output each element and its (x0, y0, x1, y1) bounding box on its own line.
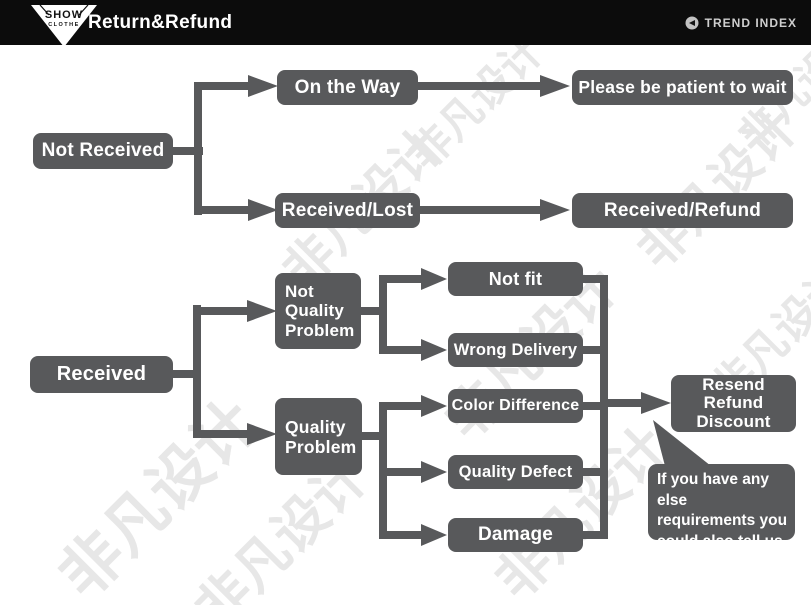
arrowhead-icon (247, 423, 277, 445)
node-please-be-patient: Please be patient to wait (572, 70, 793, 105)
connector (361, 307, 387, 315)
note-line: could also tell us (657, 532, 783, 550)
node-not-quality-problem: Not Quality Problem (275, 273, 361, 349)
trend-index-label: TREND INDEX (704, 15, 797, 30)
connector (198, 206, 248, 214)
node-resend-refund-discount: Resend Refund Discount (671, 375, 796, 432)
connector (418, 82, 540, 90)
connector (198, 82, 248, 90)
arrowhead-icon (248, 199, 278, 221)
arrowhead-icon (421, 268, 447, 290)
note-line: If you have any else (657, 471, 769, 509)
connector (193, 305, 201, 438)
connector (197, 307, 247, 315)
speech-bubble-note: If you have any else requirements you co… (648, 464, 795, 550)
connector (608, 399, 642, 407)
arrowhead-icon (248, 75, 278, 97)
connector (383, 275, 421, 283)
connector (197, 430, 247, 438)
logo-text-clothe: CLOTHE (48, 22, 80, 28)
node-line: Quality (285, 416, 346, 437)
connector (383, 531, 421, 539)
back-arrow-circle-icon (685, 16, 699, 29)
show-clothe-logo: SHOW CLOTHE (31, 4, 97, 47)
node-line: Not (285, 281, 314, 301)
node-on-the-way: On the Way (277, 70, 418, 105)
arrowhead-icon (421, 461, 447, 483)
node-line: Problem (285, 320, 355, 340)
arrowhead-icon (540, 75, 570, 97)
node-quality-defect: Quality Defect (448, 455, 583, 489)
node-received-refund: Received/Refund (572, 193, 793, 228)
arrowhead-icon (421, 395, 447, 417)
node-quality-problem: Quality Problem (275, 398, 362, 475)
node-line: Problem (285, 436, 357, 457)
connector (583, 346, 608, 354)
logo-text-show: SHOW (45, 9, 83, 21)
node-line: Discount (696, 411, 771, 431)
connector (383, 402, 421, 410)
speech-bubble-tail (653, 420, 711, 466)
note-line: requirements you (657, 512, 788, 529)
connector (420, 206, 540, 214)
node-not-fit: Not fit (448, 262, 583, 296)
page-title: Return&Refund (88, 11, 233, 33)
connector (583, 531, 608, 539)
connector (583, 402, 608, 410)
arrowhead-icon (641, 392, 671, 414)
connector (173, 370, 201, 378)
connector (194, 82, 202, 215)
node-not-received: Not Received (33, 133, 173, 169)
connector (383, 468, 421, 476)
arrowhead-icon (421, 339, 447, 361)
node-damage: Damage (448, 518, 583, 552)
connector (173, 147, 203, 155)
arrowhead-icon (540, 199, 570, 221)
node-line: Resend (702, 374, 765, 394)
connector (583, 275, 608, 283)
trend-index-badge: TREND INDEX (685, 0, 797, 45)
node-wrong-delivery: Wrong Delivery (448, 333, 583, 367)
node-line: Refund (703, 393, 764, 413)
arrowhead-icon (421, 524, 447, 546)
arrowhead-icon (247, 300, 277, 322)
connector (383, 346, 421, 354)
node-received-lost: Received/Lost (275, 193, 420, 228)
connector (583, 468, 608, 476)
header-bar: Return&Refund TREND INDEX (0, 0, 811, 45)
node-line: Quality (285, 301, 345, 321)
connector (362, 432, 387, 440)
connector (600, 275, 608, 539)
node-color-difference: Color Difference (448, 389, 583, 423)
node-received: Received (30, 356, 173, 393)
connector (379, 275, 387, 354)
